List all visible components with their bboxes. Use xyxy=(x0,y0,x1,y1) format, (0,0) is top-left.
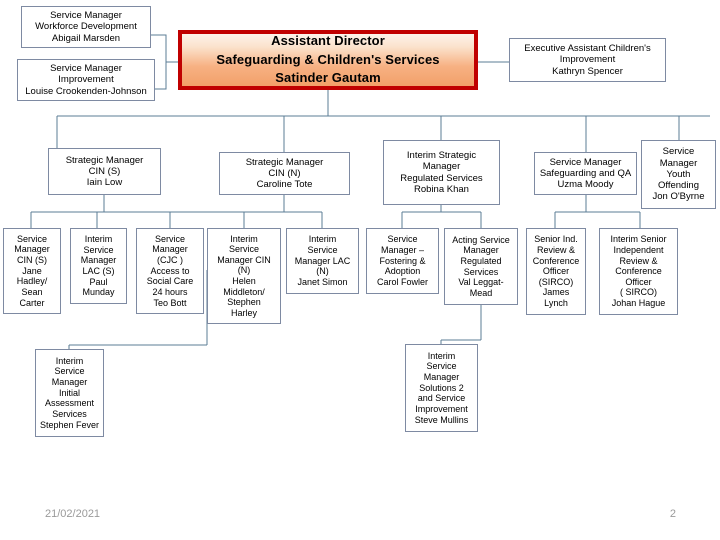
node-strategic-manager-cin-s[interactable]: Strategic Manager CIN (S) Iain Low xyxy=(48,148,161,195)
node-assistant-director[interactable]: Assistant Director Safeguarding & Childr… xyxy=(178,30,478,90)
node-sm-fostering-adoption[interactable]: Service Manager – Fostering & Adoption C… xyxy=(366,228,439,294)
node-strategic-manager-cin-n[interactable]: Strategic Manager CIN (N) Caroline Tote xyxy=(219,152,350,195)
node-sm-workforce-development[interactable]: Service Manager Workforce Development Ab… xyxy=(21,6,151,48)
node-ism-cin-n[interactable]: Interim Service Manager CIN (N) Helen Mi… xyxy=(207,228,281,324)
node-ism-lac-n[interactable]: Interim Service Manager LAC (N) Janet Si… xyxy=(286,228,359,294)
footer-page-number: 2 xyxy=(669,508,676,520)
node-sm-cjc-access[interactable]: Service Manager (CJC ) Access to Social … xyxy=(136,228,204,314)
footer-date: 21/02/2021 xyxy=(45,508,101,520)
node-interim-sirco[interactable]: Interim Senior Independent Review & Conf… xyxy=(599,228,678,315)
node-ea-childrens-improvement[interactable]: Executive Assistant Children's Improveme… xyxy=(509,38,666,82)
node-service-manager-youth-offending[interactable]: Service Manager Youth Offending Jon O'By… xyxy=(641,140,716,209)
node-sm-improvement[interactable]: Service Manager Improvement Louise Crook… xyxy=(17,59,155,101)
node-ism-solutions-2[interactable]: Interim Service Manager Solutions 2 and … xyxy=(405,344,478,432)
node-sm-cin-s[interactable]: Service Manager CIN (S) Jane Hadley/ Sea… xyxy=(3,228,61,314)
node-ism-initial-assessment[interactable]: Interim Service Manager Initial Assessme… xyxy=(35,349,104,437)
node-service-manager-safeguarding-qa[interactable]: Service Manager Safeguarding and QA Uzma… xyxy=(534,152,637,195)
node-senior-ind-review-conference-officer[interactable]: Senior Ind. Review & Conference Officer … xyxy=(526,228,586,315)
node-asm-regulated-services[interactable]: Acting Service Manager Regulated Service… xyxy=(444,228,518,305)
node-ism-lac-s[interactable]: Interim Service Manager LAC (S) Paul Mun… xyxy=(70,228,127,304)
node-interim-strategic-manager-regulated[interactable]: Interim Strategic Manager Regulated Serv… xyxy=(383,140,500,205)
